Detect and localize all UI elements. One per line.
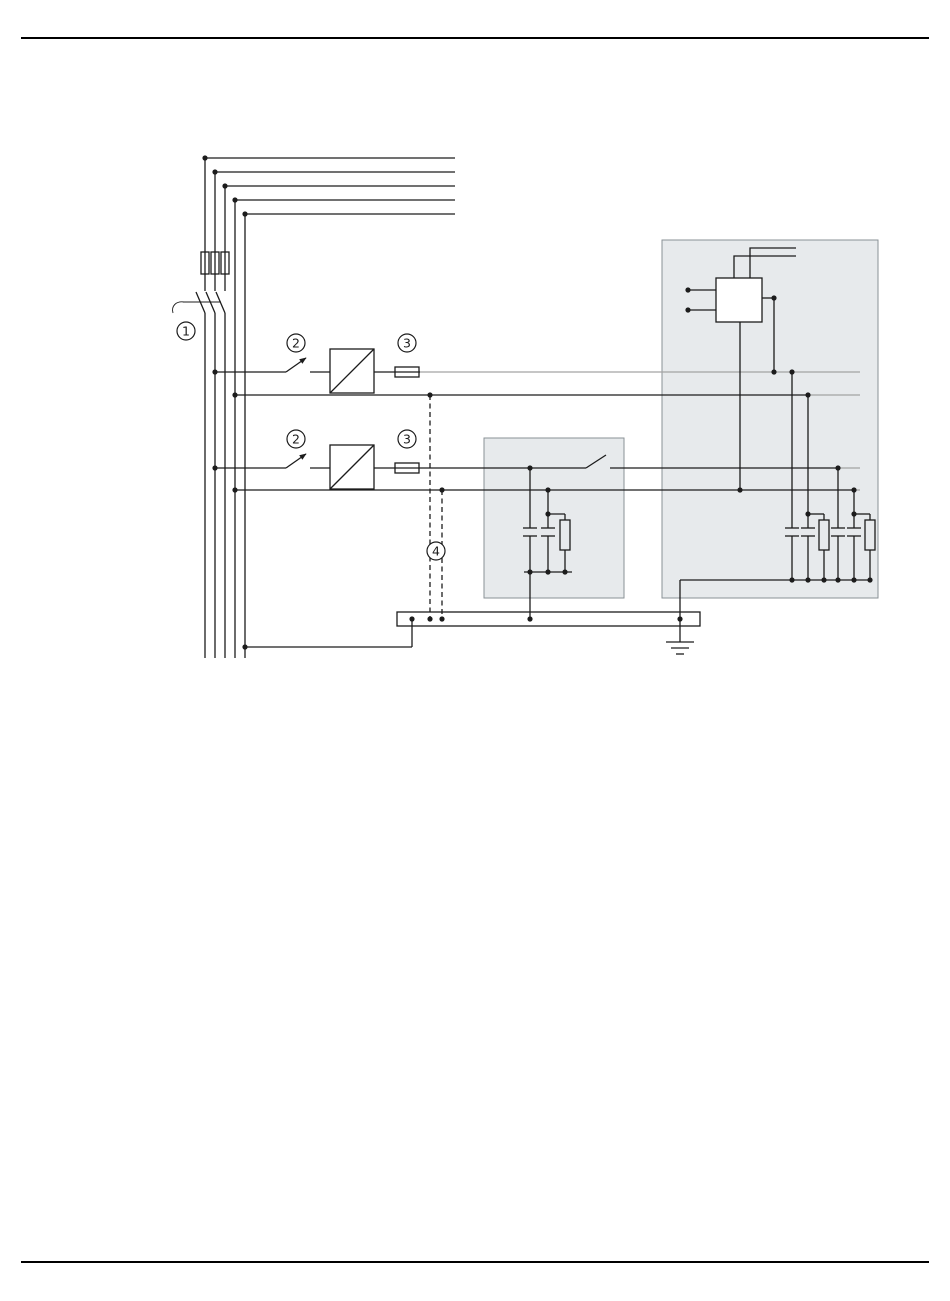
callout-4: 4 — [426, 541, 446, 561]
resistor-symbol — [548, 513, 571, 572]
load-circuit-module — [483, 437, 625, 599]
load-switch — [585, 454, 607, 469]
capacitor-symbol — [541, 490, 555, 572]
pe-connection — [242, 619, 413, 650]
psu1-return-wire — [232, 392, 860, 398]
svg-text:3: 3 — [403, 431, 411, 446]
capacitor-symbol — [847, 490, 861, 580]
svg-text:2: 2 — [292, 431, 300, 446]
suppression-network-2 — [831, 468, 876, 580]
resistor-symbol — [854, 513, 876, 580]
internal-supply-line — [749, 247, 796, 278]
capacitor-symbol — [831, 468, 845, 580]
controller-module — [661, 239, 879, 599]
mains-bus — [202, 155, 455, 217]
svg-text:1: 1 — [182, 323, 190, 338]
callout-2-psu2: 2 — [286, 429, 306, 449]
ground-bar-connections — [409, 616, 683, 622]
capacitor-symbol — [785, 372, 799, 580]
controller-internals — [680, 247, 876, 583]
mains-feeders — [204, 158, 246, 658]
psu2-breaker-switch — [285, 453, 307, 469]
capacitor-symbol — [523, 468, 537, 572]
svg-text:4: 4 — [432, 543, 440, 558]
callout-3-psu2: 3 — [397, 429, 417, 449]
suppression-network-1 — [785, 372, 830, 580]
capacitor-symbol — [801, 395, 815, 580]
psu1-output-fuse — [394, 366, 420, 378]
main-switch — [172, 291, 226, 314]
equipotential-links — [429, 395, 443, 619]
resistor-symbol — [808, 513, 830, 580]
load-rc-network — [523, 468, 572, 619]
internal-supply-line — [733, 255, 796, 278]
psu2-output-fuse — [394, 462, 420, 474]
svg-text:2: 2 — [292, 335, 300, 350]
ground-bus-bar — [396, 611, 701, 627]
svg-text:3: 3 — [403, 335, 411, 350]
psu2-unit — [329, 444, 375, 490]
psu-row-2 — [212, 444, 860, 490]
callout-1: 1 — [176, 321, 196, 341]
mains-fuses — [200, 251, 230, 275]
psu1-breaker-switch — [285, 357, 307, 373]
controller-power-unit — [715, 277, 763, 323]
psu1-unit — [329, 348, 375, 394]
switch-actuator-hook — [172, 301, 185, 314]
earth-symbol — [666, 580, 694, 655]
callout-3-psu1: 3 — [397, 333, 417, 353]
callout-2-psu1: 2 — [286, 333, 306, 353]
psu-row-1 — [212, 348, 860, 394]
